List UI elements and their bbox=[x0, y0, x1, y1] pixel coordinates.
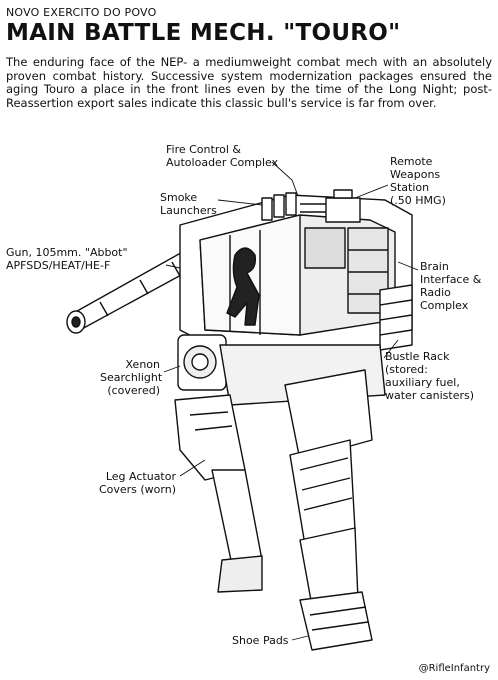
intro-paragraph: The enduring face of the NEP- a mediumwe… bbox=[6, 55, 492, 110]
searchlight bbox=[177, 334, 227, 391]
label-line: Gun, 105mm. "Abbot" bbox=[6, 246, 128, 259]
label-brain: Brain Interface & Radio Complex bbox=[420, 260, 481, 312]
label-line: Radio bbox=[420, 286, 451, 299]
label-line: Shoe Pads bbox=[232, 634, 289, 647]
label-line: Smoke bbox=[160, 191, 198, 204]
label-line: Autoloader Complex bbox=[166, 156, 279, 169]
shoe-pads bbox=[299, 591, 373, 651]
label-remote-weapons: Remote Weapons Station (.50 HMG) bbox=[390, 155, 446, 207]
label-line: Bustle Rack bbox=[385, 350, 450, 363]
label-shoe-pads: Shoe Pads bbox=[232, 634, 289, 647]
label-line: (.50 HMG) bbox=[390, 194, 446, 207]
leader-smoke bbox=[217, 199, 263, 206]
label-line: Fire Control & bbox=[166, 143, 241, 156]
leader-brain bbox=[397, 261, 419, 271]
leader-searchlight bbox=[163, 365, 181, 373]
label-line: water canisters) bbox=[385, 389, 475, 402]
label-line: Xenon bbox=[125, 358, 160, 371]
label-line: (stored: bbox=[385, 363, 428, 376]
remote-weapons-station bbox=[300, 189, 361, 223]
label-line: Leg Actuator bbox=[105, 470, 176, 483]
credit-text: @RifleInfantry bbox=[418, 663, 490, 674]
leader-gun bbox=[165, 264, 181, 269]
leader-remote-weapons bbox=[354, 184, 389, 199]
label-bustle: Bustle Rack (stored: auxiliary fuel, wat… bbox=[385, 350, 474, 402]
left-leg bbox=[174, 394, 263, 593]
label-line: Interface & bbox=[420, 273, 482, 286]
label-gun: Gun, 105mm. "Abbot" APFSDS/HEAT/HE-F bbox=[6, 246, 128, 272]
label-line: Launchers bbox=[160, 204, 217, 217]
leader-fire-control bbox=[271, 161, 299, 197]
bustle-rack bbox=[379, 284, 413, 351]
label-line: Remote bbox=[390, 155, 433, 168]
kicker-text: NOVO EXERCITO DO POVO bbox=[6, 6, 157, 19]
label-line: (covered) bbox=[107, 384, 160, 397]
label-leg-covers: Leg Actuator Covers (worn) bbox=[80, 470, 176, 496]
label-smoke: Smoke Launchers bbox=[160, 191, 217, 217]
label-line: APFSDS/HEAT/HE-F bbox=[6, 259, 111, 272]
right-leg bbox=[284, 369, 373, 607]
label-fire-control: Fire Control & Autoloader Complex bbox=[166, 143, 278, 169]
label-line: Complex bbox=[420, 299, 469, 312]
label-line: Station bbox=[390, 181, 430, 194]
leader-bustle bbox=[383, 339, 399, 359]
leader-leg-covers bbox=[179, 459, 206, 477]
label-line: Weapons bbox=[390, 168, 441, 181]
label-line: auxiliary fuel, bbox=[385, 376, 460, 389]
label-line: Covers (worn) bbox=[98, 483, 176, 496]
turret-hull bbox=[179, 192, 413, 351]
label-searchlight: Xenon Searchlight (covered) bbox=[100, 358, 163, 397]
label-line: Brain bbox=[420, 260, 449, 273]
leader-shoe-pads bbox=[291, 635, 309, 641]
page-title: MAIN BATTLE MECH. "TOURO" bbox=[6, 20, 401, 46]
label-line: Searchlight bbox=[100, 371, 163, 384]
